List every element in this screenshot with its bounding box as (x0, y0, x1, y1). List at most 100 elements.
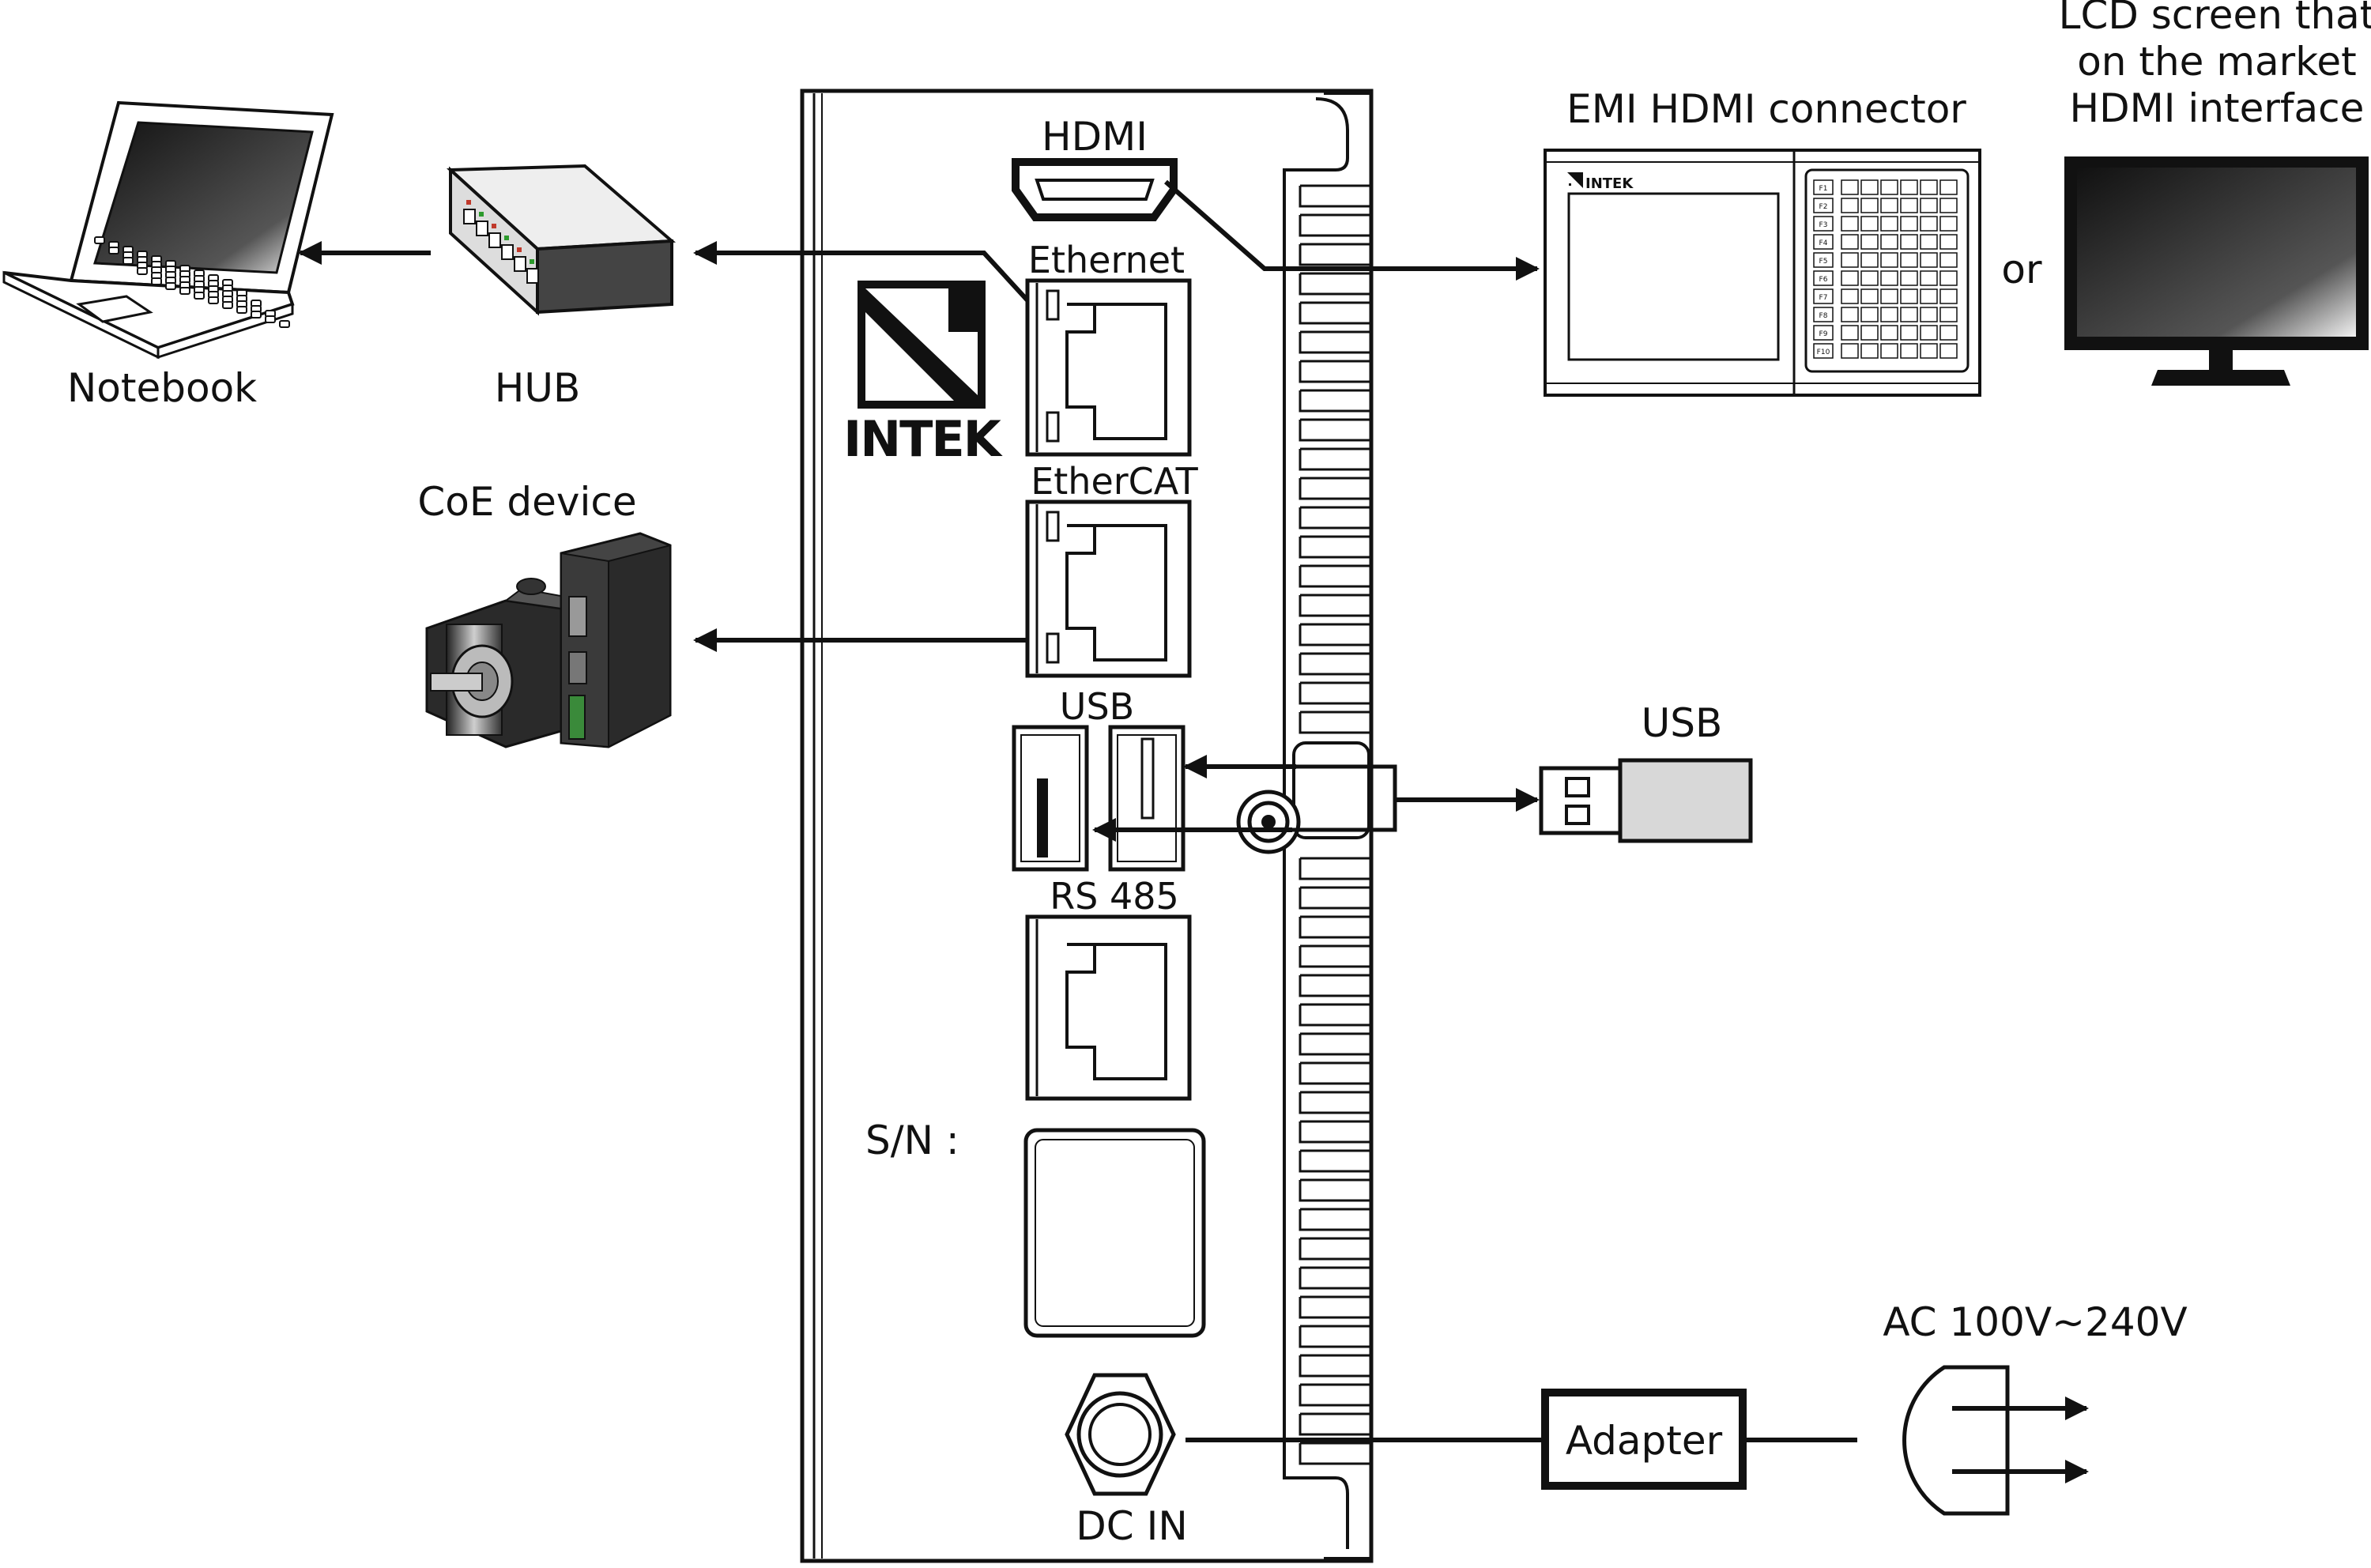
ac-label: AC 100V~240V (1883, 1299, 2187, 1345)
keypad-key (1920, 179, 1938, 195)
adapter-label: Adapter (1566, 1418, 1723, 1464)
fin (1299, 360, 1371, 383)
ac-plug-icon: AC 100V~240V (1883, 1299, 2188, 1516)
ethercat-label: EtherCAT (1031, 460, 1198, 503)
keypad-key (1920, 270, 1938, 286)
keypad-key (1860, 288, 1879, 304)
keypad-key (1939, 179, 1958, 195)
lcd-monitor-icon: LCD screen that on the market HDMI inter… (2059, 0, 2371, 386)
fin (1299, 1383, 1371, 1407)
keypad-key (1841, 234, 1859, 250)
fin (1299, 272, 1371, 296)
keypad-key (1939, 234, 1958, 250)
keypad-key (1920, 343, 1938, 359)
fin (1299, 477, 1371, 500)
keypad-key (1900, 179, 1918, 195)
notebook-icon: Notebook (2, 100, 334, 411)
hub-led (479, 212, 484, 217)
hub-port (476, 220, 488, 236)
keypad-key (1841, 270, 1859, 286)
key (279, 320, 290, 328)
keypad-key (1880, 325, 1898, 341)
f-key-label: F4 (1819, 239, 1828, 247)
f-key (1813, 343, 1834, 359)
keypad-key (1939, 307, 1958, 322)
emi-brand: INTEK (1585, 175, 1634, 192)
keypad-key (1880, 179, 1898, 195)
hub-led (504, 236, 509, 240)
rs485-label: RS 485 (1050, 875, 1179, 918)
f-key (1813, 325, 1834, 341)
keypad-key (1860, 198, 1879, 213)
lcd-line3: HDMI interface (2070, 85, 2365, 131)
hub-led (530, 259, 534, 264)
keypad-key (1841, 179, 1859, 195)
fin (1299, 447, 1371, 471)
keypad-key (1880, 198, 1898, 213)
keypad-key (1939, 216, 1958, 232)
keypad-key (1920, 234, 1938, 250)
keypad-key (1841, 216, 1859, 232)
coe-device-label: CoE device (417, 479, 636, 525)
keypad-key (1900, 343, 1918, 359)
f-key-label: F2 (1819, 203, 1828, 211)
fin (1299, 1442, 1371, 1465)
keypad-key (1860, 252, 1879, 268)
hub-led (517, 247, 522, 252)
keypad-key (1880, 307, 1898, 322)
controller-unit: INTEK HDMI Ethernet EtherCAT (800, 89, 1374, 1563)
coe-device-icon: CoE device (417, 479, 672, 748)
usb-ports: USB (1012, 685, 1186, 872)
f-key-label: F6 (1819, 276, 1828, 284)
f-key-label: F8 (1819, 312, 1828, 320)
or-label: or (2001, 247, 2042, 292)
fin (1299, 1325, 1371, 1348)
hub-port (526, 268, 539, 284)
sn-label: S/N : (865, 1118, 959, 1163)
keypad-key (1841, 252, 1859, 268)
rs485-port: RS 485 (1025, 875, 1192, 1101)
keypad-key (1900, 288, 1918, 304)
fin (1299, 623, 1371, 646)
fin (1299, 1003, 1371, 1027)
fin (1299, 301, 1371, 325)
key (151, 277, 162, 285)
hub-led (492, 224, 496, 228)
adapter-box: Adapter (1541, 1389, 1747, 1490)
fin (1299, 681, 1371, 705)
key (222, 301, 233, 309)
keypad-key (1920, 307, 1938, 322)
f-key (1813, 179, 1834, 195)
key (208, 296, 219, 304)
key (108, 247, 119, 254)
keypad-key (1860, 325, 1879, 341)
fin (1299, 1412, 1371, 1436)
keypad-key (1939, 252, 1958, 268)
dc-in-label: DC IN (1076, 1503, 1187, 1549)
f-key (1813, 288, 1834, 304)
fin (1299, 1091, 1371, 1114)
key (236, 306, 247, 314)
keypad-key (1860, 216, 1879, 232)
fin (1299, 1178, 1371, 1202)
ethernet-port: Ethernet (1025, 239, 1192, 457)
fin (1299, 915, 1371, 939)
fin (1299, 1237, 1371, 1261)
keypad-key (1900, 270, 1918, 286)
emi-panel-icon: EMI HDMI connector INTEK F1F2F3F4F5F6F7F… (1544, 86, 1981, 397)
key (251, 311, 262, 318)
keypad-key (1841, 343, 1859, 359)
ethercat-port: EtherCAT (1025, 460, 1199, 678)
fin (1299, 1354, 1371, 1378)
screw-icon (1236, 790, 1301, 854)
intek-logo: INTEK (843, 281, 1005, 468)
lcd-line2: on the market (2077, 39, 2357, 85)
keypad-key (1920, 252, 1938, 268)
hub-port (488, 232, 501, 248)
keypad-key (1860, 307, 1879, 322)
f-key (1813, 234, 1834, 250)
keypad-key (1920, 288, 1938, 304)
f-key-label: F3 (1819, 221, 1828, 229)
hdmi-label: HDMI (1042, 114, 1148, 160)
